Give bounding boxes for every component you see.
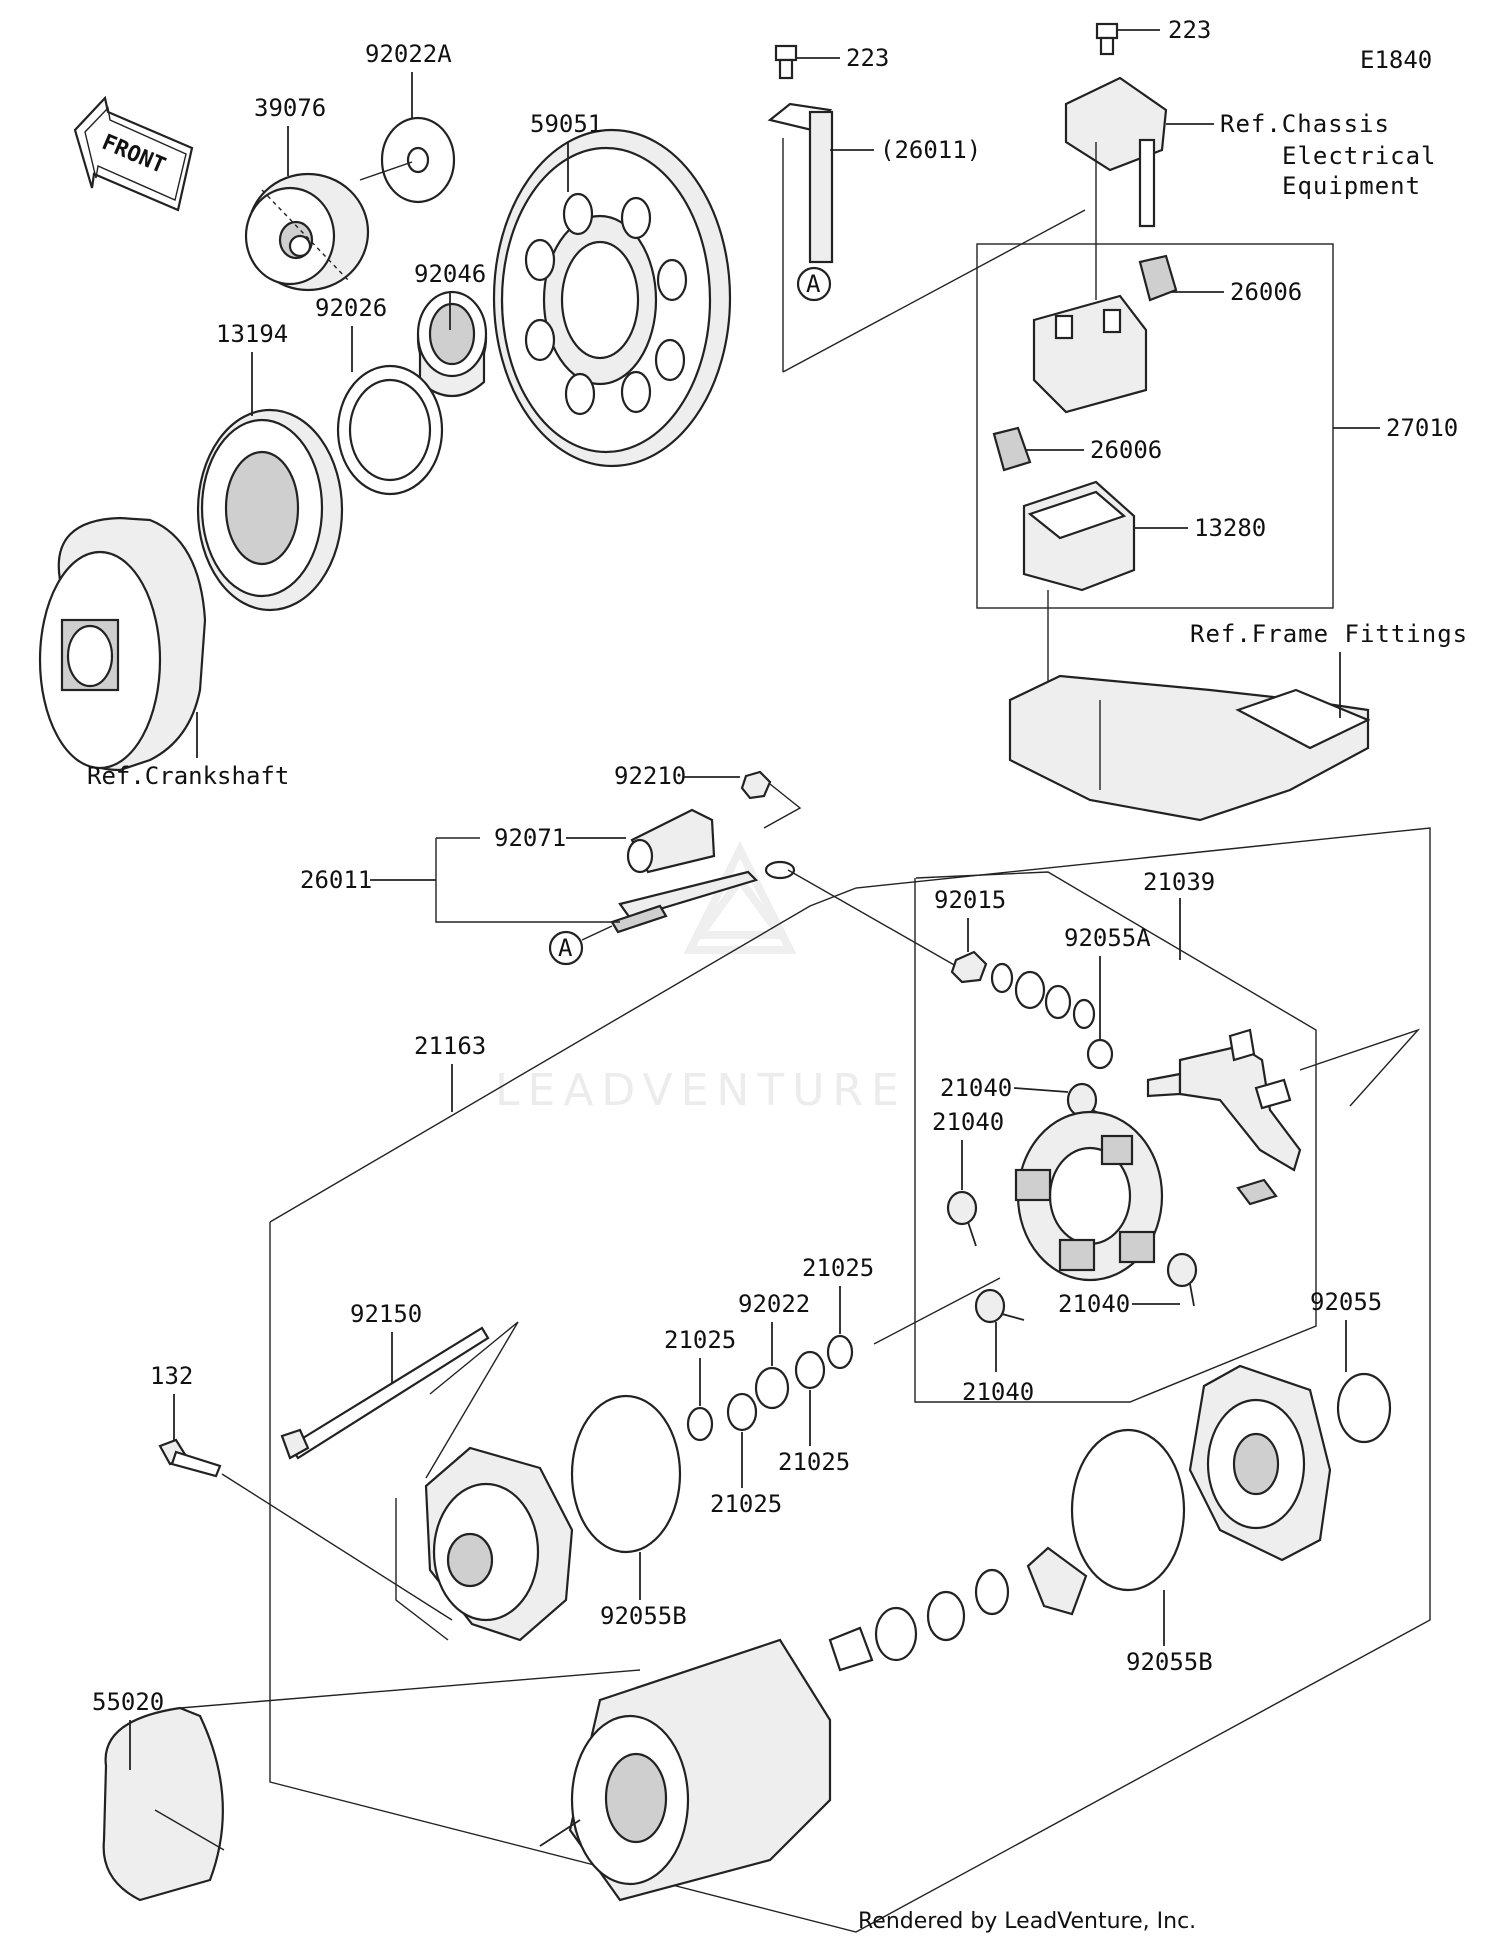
rotor-crankshaft bbox=[38, 516, 207, 772]
boot-92071 bbox=[626, 808, 716, 874]
oring-92055B-left bbox=[570, 1394, 682, 1554]
oring-92055B-right bbox=[1070, 1428, 1186, 1592]
footer-credit: Rendered by LeadVenture, Inc. bbox=[858, 1909, 1196, 1934]
nut-92210 bbox=[740, 770, 772, 800]
spring-21040-d bbox=[974, 1288, 1025, 1324]
label-21025-a: 21025 bbox=[802, 1254, 874, 1282]
label-92055A: 92055A bbox=[1064, 924, 1151, 952]
frame-bracket bbox=[1008, 674, 1371, 822]
spring-21040-b bbox=[946, 1190, 978, 1247]
washer-92022A bbox=[359, 116, 456, 204]
clutch-13194 bbox=[196, 408, 344, 612]
label-92071: 92071 bbox=[494, 824, 566, 852]
gear-59051 bbox=[492, 128, 732, 468]
bolt-132 bbox=[158, 1438, 222, 1478]
ref-a-top: A bbox=[806, 270, 821, 298]
bearing-92046 bbox=[416, 290, 488, 397]
nut-92015 bbox=[950, 950, 988, 984]
label-21039: 21039 bbox=[1143, 868, 1215, 896]
fuse-26006-top bbox=[1138, 254, 1178, 302]
label-21040-a: 21040 bbox=[940, 1074, 1012, 1102]
label-223-left: 223 bbox=[846, 44, 889, 72]
diagram-code: E1840 bbox=[1360, 46, 1432, 74]
label-ref-chassis-3: Equipment bbox=[1282, 172, 1421, 200]
label-21040-d: 21040 bbox=[962, 1378, 1034, 1406]
bolt-92150 bbox=[280, 1326, 490, 1460]
label-21025-d: 21025 bbox=[710, 1490, 782, 1518]
relay-27010 bbox=[1032, 294, 1148, 414]
label-21025-c: 21025 bbox=[778, 1448, 850, 1476]
label-92022A: 92022A bbox=[365, 40, 452, 68]
rear-cover bbox=[1188, 1364, 1332, 1562]
label-92055: 92055 bbox=[1310, 1288, 1382, 1316]
oring-92055 bbox=[1336, 1372, 1392, 1444]
cable-26011-upper bbox=[767, 102, 834, 264]
label-132: 132 bbox=[150, 1362, 193, 1390]
bolt-223-right bbox=[1095, 22, 1119, 56]
label-26011: 26011 bbox=[300, 866, 372, 894]
fuse-26006-bottom bbox=[992, 426, 1032, 472]
label-21163: 21163 bbox=[414, 1032, 486, 1060]
gear-39076 bbox=[244, 172, 370, 292]
frame-21039 bbox=[914, 871, 1317, 1403]
watermark-text: LEADVENTURE bbox=[495, 1065, 907, 1116]
label-92055B-left: 92055B bbox=[600, 1602, 687, 1630]
label-223-right: 223 bbox=[1168, 16, 1211, 44]
label-27010: 27010 bbox=[1386, 414, 1458, 442]
label-39076: 39076 bbox=[254, 94, 326, 122]
label-21040-c: 21040 bbox=[1058, 1290, 1130, 1318]
front-cover bbox=[395, 1446, 574, 1642]
oring-92055A bbox=[1086, 1038, 1114, 1070]
cable-26011-lower bbox=[610, 860, 796, 934]
bolt-223-left bbox=[774, 44, 798, 80]
lower-washers bbox=[874, 1546, 1088, 1662]
label-59051: 59051 bbox=[530, 110, 602, 138]
label-21025-b: 21025 bbox=[664, 1326, 736, 1354]
frame-21163 bbox=[269, 827, 1431, 1933]
label-92015: 92015 bbox=[934, 886, 1006, 914]
label-26006-top: 26006 bbox=[1230, 278, 1302, 306]
label-92046: 92046 bbox=[414, 260, 486, 288]
washers-21025-92022 bbox=[686, 1334, 854, 1442]
motor-body bbox=[539, 1626, 874, 1902]
label-92210: 92210 bbox=[614, 762, 686, 790]
label-ref-crankshaft: Ref.Crankshaft bbox=[87, 762, 289, 790]
front-arrow: FRONT bbox=[73, 95, 194, 212]
housing-55020 bbox=[102, 1706, 225, 1902]
leadventure-watermark: LEADVENTURE bbox=[495, 841, 907, 1116]
terminal-bolt bbox=[1146, 1028, 1302, 1206]
label-ref-chassis-1: Ref.Chassis bbox=[1220, 110, 1390, 138]
label-ref-frame: Ref.Frame Fittings bbox=[1190, 620, 1468, 648]
label-ref-chassis-2: Electrical bbox=[1282, 142, 1437, 170]
label-92026: 92026 bbox=[315, 294, 387, 322]
label-26006-bottom: 26006 bbox=[1090, 436, 1162, 464]
chassis-connector bbox=[1064, 76, 1168, 228]
label-13194: 13194 bbox=[216, 320, 288, 348]
frame-27010 bbox=[976, 243, 1334, 609]
label-92022: 92022 bbox=[738, 1290, 810, 1318]
label-13280: 13280 bbox=[1194, 514, 1266, 542]
ref-a-bottom: A bbox=[558, 934, 573, 962]
label-92055B-right: 92055B bbox=[1126, 1648, 1213, 1676]
brush-holder-plate bbox=[1014, 1110, 1164, 1282]
label-21040-b: 21040 bbox=[932, 1108, 1004, 1136]
washers-stack bbox=[990, 962, 1096, 1030]
relay-cover-13280 bbox=[1022, 480, 1136, 592]
label-92150: 92150 bbox=[350, 1300, 422, 1328]
washer-92026 bbox=[336, 364, 444, 496]
spring-21040-c bbox=[1166, 1252, 1198, 1307]
label-26011-paren: (26011) bbox=[880, 136, 981, 164]
label-55020: 55020 bbox=[92, 1688, 164, 1716]
